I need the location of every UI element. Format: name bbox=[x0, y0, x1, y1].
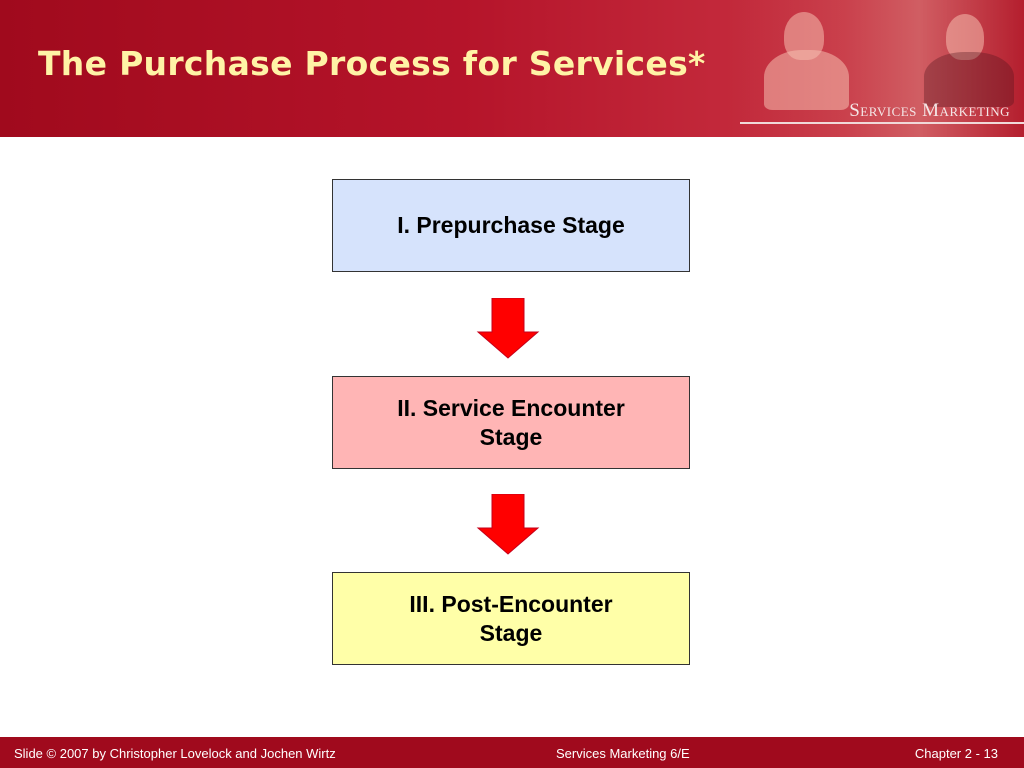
slide-header: The Purchase Process for Services* Servi… bbox=[0, 0, 1024, 137]
footer-copyright: Slide © 2007 by Christopher Lovelock and… bbox=[14, 746, 336, 761]
slide-title: The Purchase Process for Services* bbox=[38, 44, 706, 83]
stage-label: II. Service Encounter Stage bbox=[397, 394, 625, 450]
stage-box-post-encounter: III. Post-Encounter Stage bbox=[332, 572, 690, 665]
header-photo bbox=[724, 0, 1024, 137]
stage-box-service-encounter: II. Service Encounter Stage bbox=[332, 376, 690, 469]
footer-course: Services Marketing 6/E bbox=[556, 746, 690, 761]
slide-footer: Slide © 2007 by Christopher Lovelock and… bbox=[0, 737, 1024, 768]
stage-box-prepurchase: I. Prepurchase Stage bbox=[332, 179, 690, 272]
brand-rule bbox=[740, 122, 1024, 124]
stage-label: III. Post-Encounter Stage bbox=[409, 590, 613, 646]
stage-label: I. Prepurchase Stage bbox=[397, 212, 625, 238]
down-arrow-2 bbox=[476, 494, 540, 555]
arrow-shape bbox=[476, 298, 540, 359]
brand-logo: Services Marketing bbox=[849, 100, 1010, 121]
down-arrow-1 bbox=[476, 298, 540, 359]
arrow-shape bbox=[476, 494, 540, 555]
footer-page-number: Chapter 2 - 13 bbox=[914, 746, 998, 761]
